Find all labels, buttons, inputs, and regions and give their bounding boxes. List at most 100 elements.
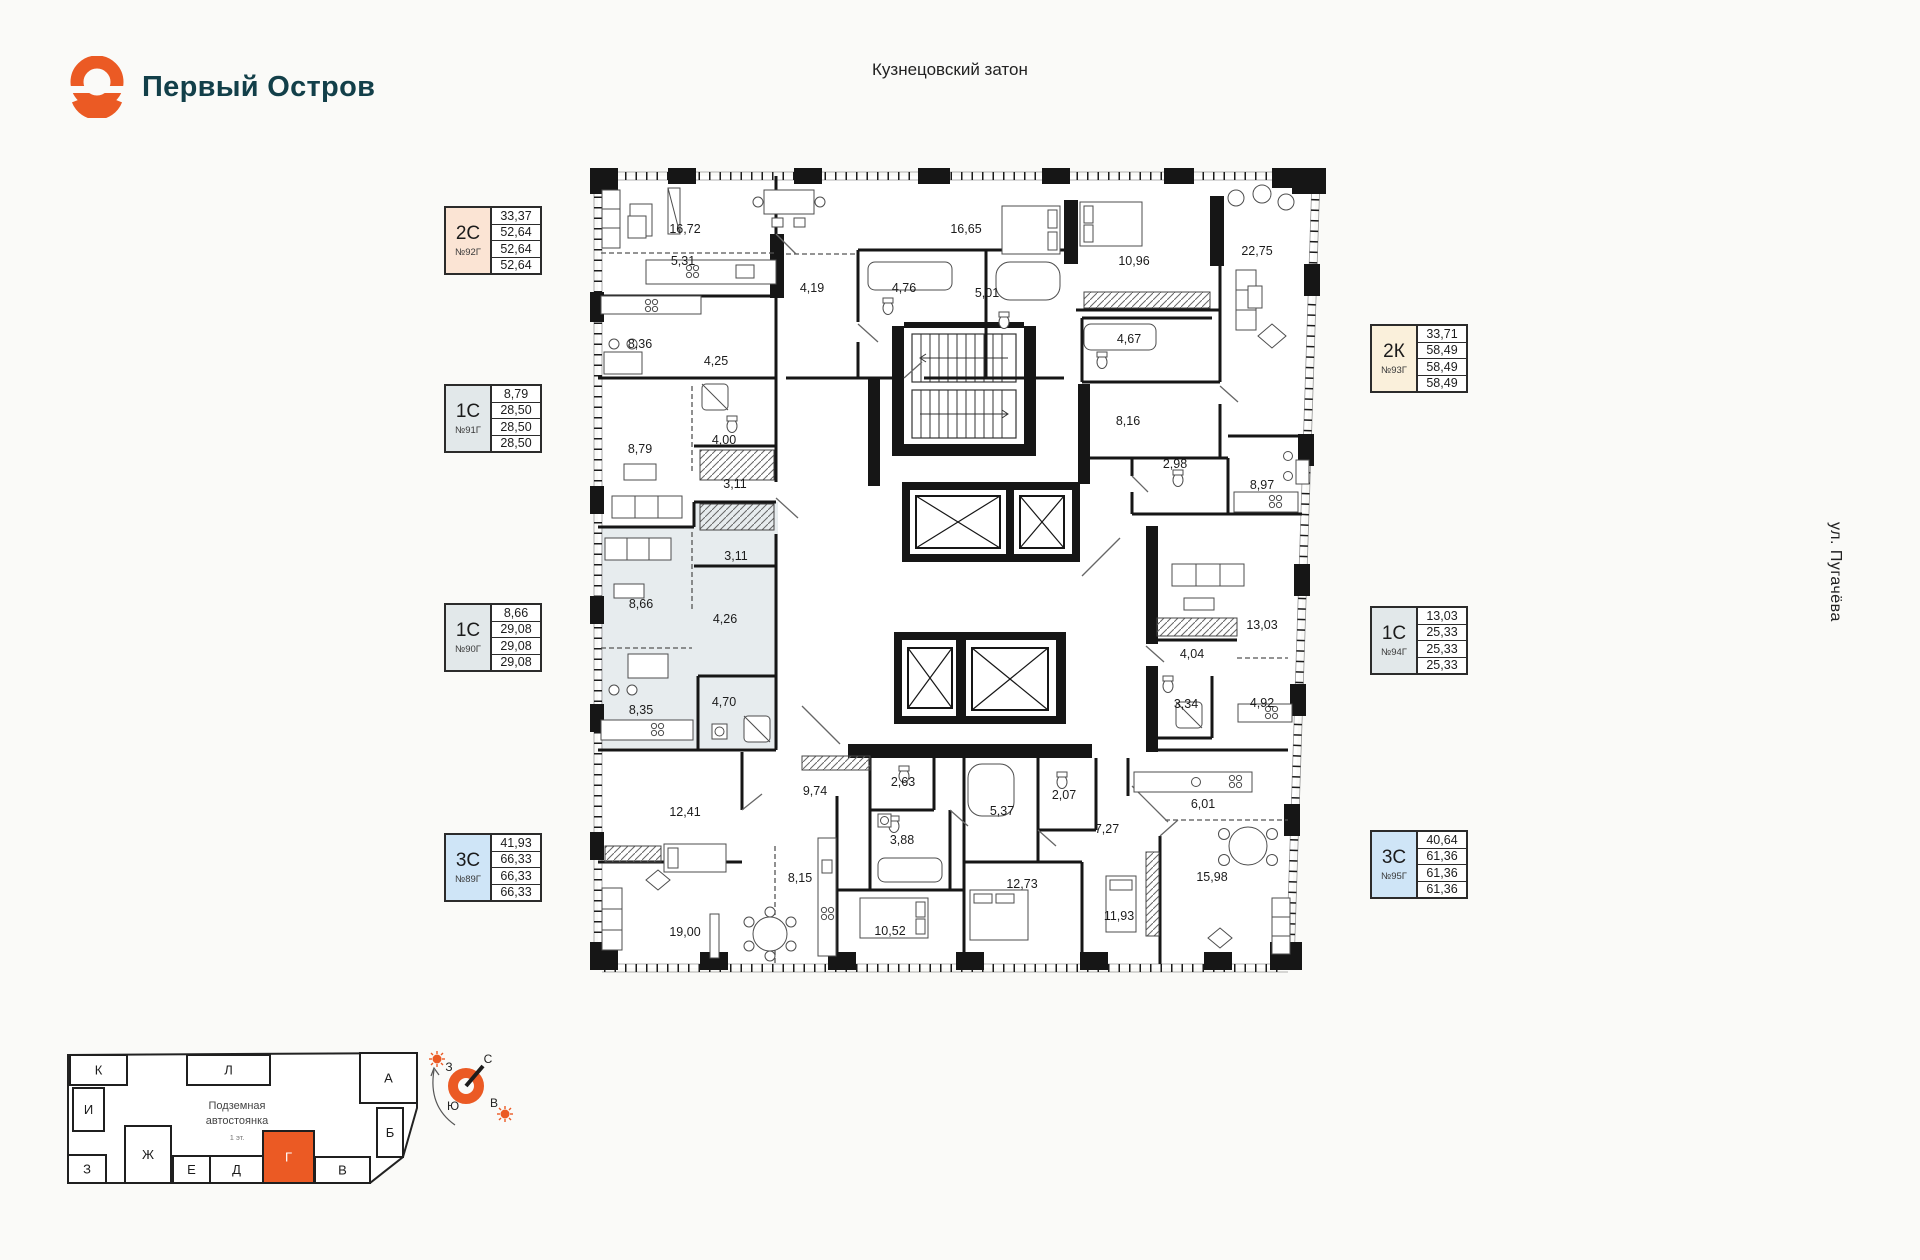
site-block-Е[interactable]: Е [172,1155,211,1184]
sun-path-arc [432,1069,456,1126]
room-area-label: 4,00 [712,433,736,447]
room-area-label: 3,88 [890,833,914,847]
room-area-label: 8,15 [788,871,812,885]
elevators [894,482,1080,724]
highlighted-apartment[interactable] [601,502,778,748]
room-area-label: 15,98 [1196,870,1227,884]
site-block-letter: К [95,1063,103,1078]
site-block-letter: Е [187,1162,196,1177]
room-area-label: 6,01 [1191,797,1215,811]
room-area-label: 8,16 [1116,414,1140,428]
room-area-label: 7,27 [1095,822,1119,836]
room-area-label: 8,79 [628,442,652,456]
sun-icon [497,1106,513,1122]
room-area-label: 19,00 [669,925,700,939]
room-area-label: 4,70 [712,695,736,709]
doors [741,233,1239,847]
apartment-type: 1С [455,620,481,641]
compass-west: З [445,1060,452,1074]
room-area-label: 3,11 [723,477,746,491]
room-area-label: 13,03 [1246,618,1277,632]
compass-east: В [490,1096,498,1110]
room-area-label: 4,25 [704,354,728,368]
compass-ring [448,1068,484,1104]
room-area-label: 4,04 [1180,647,1204,661]
room-area-label: 8,35 [629,703,653,717]
apartment-number: №95Г [1381,871,1407,882]
street-label: ул. Пугачёва [1827,522,1844,622]
room-area-label: 4,26 [713,612,737,626]
site-block-Л[interactable]: Л [186,1054,271,1086]
room-area-label: 3,11 [724,549,747,563]
room-area-label: 11,93 [1104,909,1134,923]
logo: Первый Остров [70,56,375,118]
site-block-И[interactable]: И [72,1087,105,1132]
apartment-number: №90Г [455,644,481,655]
apartment-type: 3С [455,850,481,871]
room-area-label: 5,01 [975,286,999,300]
room-area-label: 5,31 [671,254,695,268]
apartment-number: №89Г [455,874,481,885]
apartment-number: №94Г [1381,647,1407,658]
site-block-letter: И [84,1102,93,1117]
site-block-Ж[interactable]: Ж [124,1125,172,1184]
site-block-В[interactable]: В [314,1156,371,1184]
apartment-type: 1С [1381,623,1407,644]
site-block-Б[interactable]: Б [376,1107,404,1158]
window-ticks [594,172,1320,972]
room-area-label: 5,37 [990,804,1014,818]
room-area-label: 10,96 [1118,254,1149,268]
compass-south: Ю [447,1099,459,1113]
site-block-Д[interactable]: Д [209,1155,264,1184]
room-area-label: 12,41 [669,805,700,819]
site-block-letter: Ж [142,1147,154,1162]
structural-piers [590,168,1326,970]
compass-needle [464,1064,485,1088]
site-block-letter: З [83,1162,91,1177]
room-area-label: 9,74 [803,784,827,798]
apartment-number: №93Г [1381,365,1407,376]
site-block-К[interactable]: К [69,1054,128,1086]
site-block-Г[interactable]: Г [262,1130,315,1184]
room-area-label: 4,76 [892,281,916,295]
room-area-label: 16,65 [950,222,981,236]
site-block-А[interactable]: А [359,1052,418,1104]
site-block-letter: Д [232,1162,241,1177]
site-block-letter: Б [386,1125,395,1140]
parking-label-2: автостоянка [206,1115,269,1127]
room-area-label: 4,19 [800,281,824,295]
room-area-label: 4,92 [1250,696,1274,710]
room-area-label: 2,63 [891,775,915,789]
apartment-number: №92Г [455,247,481,258]
room-area-label: 10,52 [874,924,905,938]
room-area-label: 8,97 [1250,478,1274,492]
apartment-number: №91Г [455,425,481,436]
apartment-type: 2К [1383,341,1405,362]
apartment-type: 3С [1381,847,1407,868]
furniture [600,184,1310,962]
room-area-label: 16,72 [669,222,700,236]
site-block-З[interactable]: З [67,1154,107,1184]
room-area-label: 2,98 [1163,457,1187,471]
parking-label-1: Подземная [209,1100,266,1112]
room-area-label: 4,67 [1117,332,1141,346]
room-area-label: 12,73 [1006,877,1037,891]
district-label: Кузнецовский затон [872,60,1028,79]
zone-dashed-lines [601,252,1288,964]
room-area-label: 8,36 [628,337,652,351]
wardrobes [604,291,1238,937]
